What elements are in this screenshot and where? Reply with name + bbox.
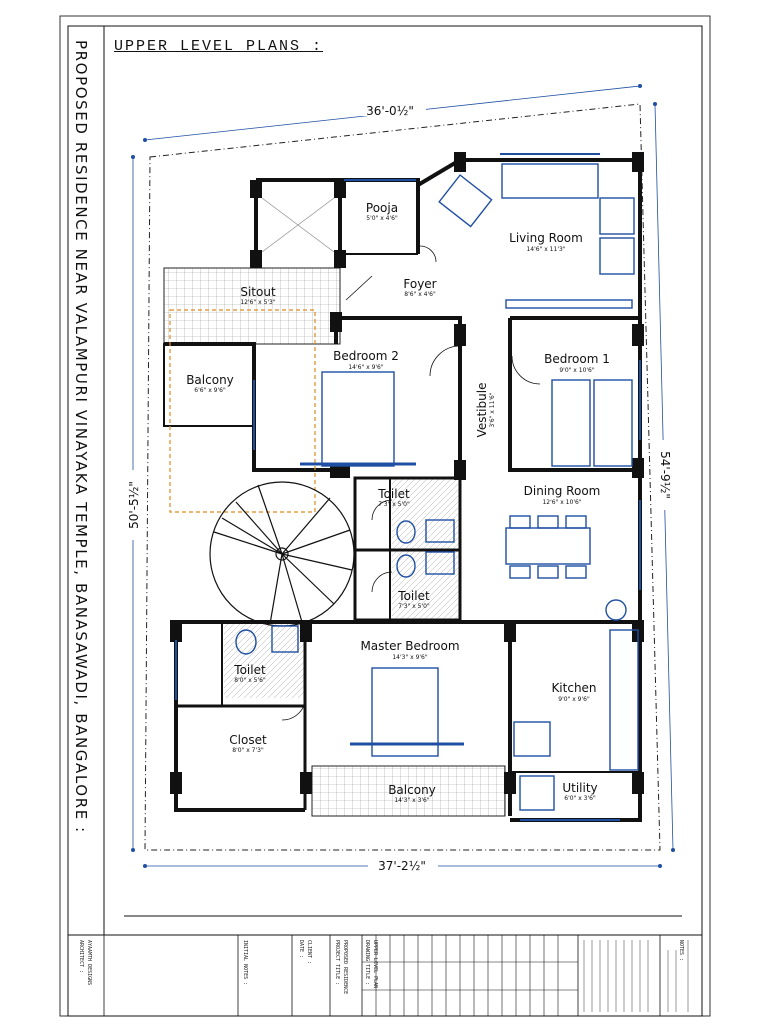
chair <box>565 515 587 529</box>
armchair <box>599 197 635 235</box>
site-boundary <box>144 103 661 851</box>
wash-basin <box>271 625 299 653</box>
chair <box>509 565 531 579</box>
dimension-bottom-label: 37'-2½" <box>378 859 426 873</box>
fridge <box>513 721 551 757</box>
notes-text-block <box>583 940 689 1012</box>
room-label-balcony-left: Balcony <box>186 373 234 387</box>
room-size-master-bedroom: 14'3" x 9'6" <box>392 654 428 661</box>
dimension-top-label: 36'-0½" <box>366 104 414 118</box>
toilet-seat <box>396 520 416 544</box>
room-size-balcony-bottom: 14'3" x 3'6" <box>394 797 430 804</box>
bed <box>371 667 439 757</box>
initial-notes-label: INITIAL NOTES : <box>242 940 248 985</box>
room-size-living-room: 14'6" x 11'3" <box>526 246 565 253</box>
room-size-kitchen: 9'0" x 9'6" <box>558 696 590 703</box>
room-size-utility: 6'0" x 3'6" <box>564 795 596 802</box>
room-label-closet: Closet <box>229 733 267 747</box>
toilet-seat <box>235 629 257 655</box>
room-size-toilet-3: 8'0" x 5'6" <box>234 677 266 684</box>
room-label-pooja: Pooja <box>366 201 398 215</box>
room-size-vestibule: 3'6" x 11'6" <box>489 392 496 428</box>
master-toilet-floor-tiles <box>224 624 304 698</box>
sheet-inner-border <box>67 25 703 1017</box>
room-size-pooja: 5'0" x 4'6" <box>366 215 398 222</box>
void-cross <box>261 197 335 253</box>
architect-label: ARCHITECT : <box>78 940 84 973</box>
room-label-toilet-1: Toilet <box>377 487 410 501</box>
room-size-sitout: 12'6" x 5'3" <box>240 299 276 306</box>
windows <box>175 153 641 821</box>
chair <box>537 515 559 529</box>
room-size-toilet-2: 7'3" x 5'0" <box>398 603 430 610</box>
room-label-foyer: Foyer <box>403 277 436 291</box>
room-size-foyer: 8'6" x 4'6" <box>404 291 436 298</box>
kitchen-counter <box>609 629 639 771</box>
spiral-staircase <box>209 481 355 627</box>
wash-basin <box>425 551 455 575</box>
sitout-floor <box>163 267 341 345</box>
room-label-toilet-3: Toilet <box>233 663 266 677</box>
doors <box>281 245 541 721</box>
toilet-seat <box>396 554 416 578</box>
chair <box>537 565 559 579</box>
bed <box>321 371 395 467</box>
room-size-dining-room: 12'6" x 10'6" <box>542 499 581 506</box>
room-labels: Pooja 5'0" x 4'6" Living Room 14'6" x 11… <box>186 201 610 804</box>
dimension-bottom: 37'-2½" <box>143 857 662 873</box>
room-label-bedroom-2: Bedroom 2 <box>333 349 399 363</box>
room-label-sitout: Sitout <box>240 285 276 299</box>
room-label-toilet-2: Toilet <box>397 589 430 603</box>
dimension-right: 54'-9½" <box>653 102 675 852</box>
room-size-closet: 8'0" x 7'3" <box>232 747 264 754</box>
project-name: PROPOSED RESIDENCE <box>342 940 348 994</box>
architect-name: AYAAMTH DESIGNS <box>86 940 92 985</box>
chair <box>509 515 531 529</box>
room-label-kitchen: Kitchen <box>551 681 596 695</box>
gas-cylinder <box>605 599 627 621</box>
dimension-right-label: 54'-9½" <box>658 451 672 499</box>
room-label-vestibule: Vestibule <box>475 383 489 438</box>
armchair <box>438 174 493 228</box>
project-title-label: PROJECT TITLE : <box>334 940 340 985</box>
room-size-bedroom-1: 9'0" x 10'6" <box>559 367 595 374</box>
room-label-master-bedroom: Master Bedroom <box>360 639 459 653</box>
date-label: DATE : <box>298 940 304 958</box>
armchair <box>599 237 635 275</box>
tv-unit <box>505 299 633 309</box>
wash-basin <box>425 519 455 543</box>
room-size-bedroom-2: 14'6" x 9'6" <box>348 364 384 371</box>
plan-heading: UPPER LEVEL PLANS : <box>114 38 324 55</box>
washing-machine <box>519 775 555 811</box>
room-label-dining-room: Dining Room <box>524 484 601 498</box>
room-size-toilet-1: 7'3" x 5'0" <box>378 501 410 508</box>
title-block: ARCHITECT : AYAAMTH DESIGNS INITIAL NOTE… <box>68 915 702 1016</box>
room-label-balcony-bottom: Balcony <box>388 783 436 797</box>
bed <box>551 379 591 467</box>
furniture <box>235 163 639 811</box>
columns <box>170 152 644 794</box>
dimension-top: 36'-0½" <box>143 84 642 142</box>
room-size-balcony-left: 6'6" x 9'6" <box>194 387 226 394</box>
dimension-left: 50'-5½" <box>126 155 142 852</box>
dimension-left-label: 50'-5½" <box>127 481 141 529</box>
room-label-bedroom-1: Bedroom 1 <box>544 352 610 366</box>
client-label: CLIENT : <box>306 940 312 964</box>
notes-label: NOTES : <box>678 940 684 961</box>
chair <box>565 565 587 579</box>
dining-table <box>505 527 591 565</box>
room-label-utility: Utility <box>562 781 597 795</box>
drawing-title-label: DRAWING TITLE : <box>364 940 370 985</box>
drawing-name: UPPER LEVEL PLAN <box>372 940 378 988</box>
balcony-projection-outline <box>169 309 316 513</box>
bed <box>593 379 633 467</box>
sofa <box>501 163 599 199</box>
room-label-living-room: Living Room <box>509 231 583 245</box>
